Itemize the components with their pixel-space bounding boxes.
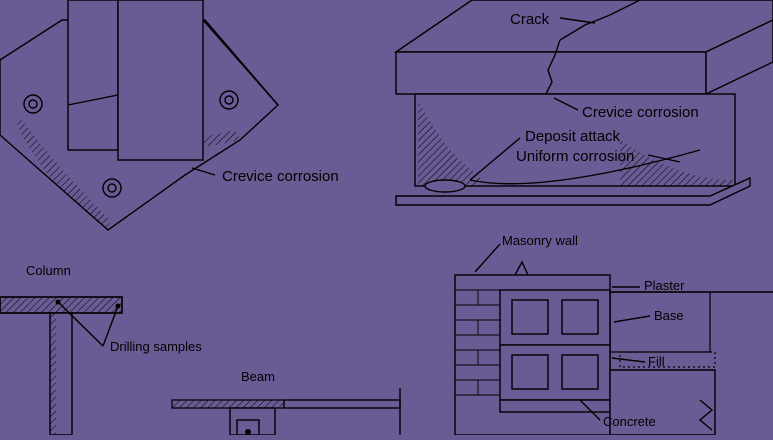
- leader-line: [191, 167, 216, 176]
- beam-label: Beam: [241, 369, 275, 384]
- column-label: Column: [26, 263, 71, 278]
- uniform-corrosion-label: Uniform corrosion: [516, 148, 634, 165]
- leader-line: [553, 97, 579, 111]
- leader-line: [469, 137, 521, 181]
- crack-label: Crack: [510, 11, 550, 28]
- masonry-wall-drawing: Masonry wall Plaster Base Fill Concrete: [454, 233, 773, 436]
- leader-line: [647, 154, 681, 163]
- column-section-drawing: Column Drilling samples: [0, 263, 202, 436]
- leader-line: [559, 17, 596, 24]
- masonry-wall-label: Masonry wall: [502, 233, 578, 248]
- bolt: [23, 94, 43, 114]
- crevice-corrosion-top-label: Crevice corrosion: [582, 104, 699, 121]
- fill-label: Fill: [648, 354, 665, 369]
- bolt: [102, 178, 122, 198]
- beam-section-drawing: Beam: [171, 369, 401, 436]
- bolt: [219, 90, 239, 110]
- base-label: Base: [654, 308, 684, 323]
- drilling-samples-label: Drilling samples: [110, 339, 202, 354]
- column-base-plate-drawing: Crevice corrosion: [0, 0, 339, 231]
- concrete-label: Concrete: [603, 414, 656, 429]
- crevice-corrosion-left-label: Crevice corrosion: [222, 168, 339, 185]
- deposit-attack-label: Deposit attack: [525, 128, 621, 145]
- plaster-label: Plaster: [644, 278, 685, 293]
- slab-beam-drawing: Crack Crevice corrosion Deposit attack U…: [393, 0, 773, 206]
